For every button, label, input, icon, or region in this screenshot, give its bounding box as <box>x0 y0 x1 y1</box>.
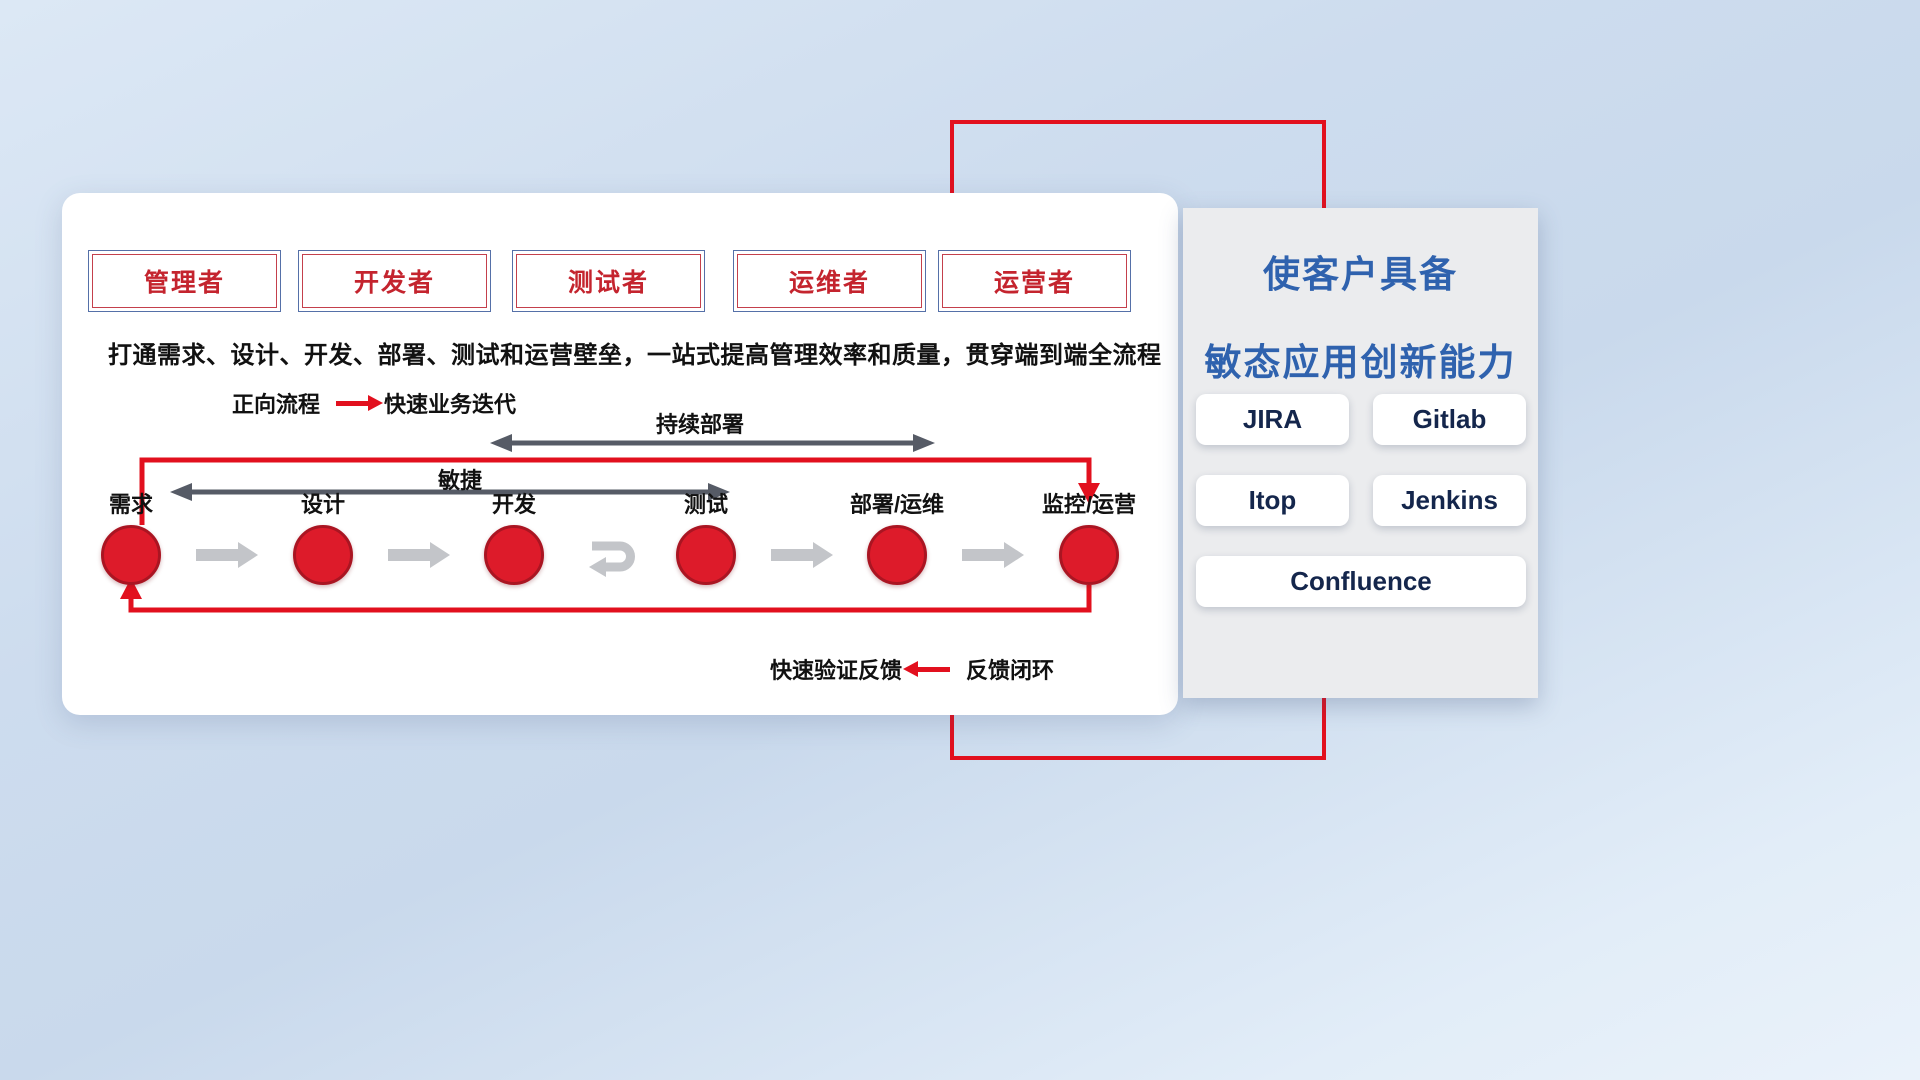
stage-node-icon <box>484 525 544 585</box>
stage-node-icon <box>867 525 927 585</box>
iteration-loop-icon <box>589 541 635 577</box>
tool-chip-gitlab: Gitlab <box>1373 394 1526 445</box>
flow-arrow-icon <box>388 542 450 568</box>
role-label: 运维者 <box>788 269 870 297</box>
role-label: 开发者 <box>353 269 435 297</box>
tools-grid: JIRA Gitlab Itop Jenkins Confluence <box>1196 394 1526 607</box>
legend-feedback-desc: 快速验证反馈 <box>770 658 903 683</box>
stage-label: 测试 <box>683 492 728 517</box>
stage-label: 监控/运营 <box>1041 492 1137 517</box>
stage-node-icon <box>676 525 736 585</box>
legend-forward-label: 正向流程 <box>232 392 321 417</box>
forward-arrow-icon <box>336 394 384 411</box>
flow-arrow-icon <box>771 542 833 568</box>
flow-arrow-icon <box>962 542 1024 568</box>
role-box-manager: 管理者 <box>88 250 281 312</box>
stage-label: 需求 <box>108 492 153 517</box>
legend-forward: 正向流程 快速业务迭代 <box>232 387 516 419</box>
feedback-loop-line <box>128 585 1092 613</box>
stage-design: 设计 <box>243 491 403 585</box>
legend-feedback-label: 反馈闭环 <box>966 658 1055 683</box>
agile-label: 敏捷 <box>437 468 482 493</box>
subtitle-text: 打通需求、设计、开发、部署、测试和运营壁垒，一站式提高管理效率和质量，贯穿端到端… <box>108 342 1162 369</box>
stage-label: 部署/运维 <box>849 492 945 517</box>
stage-develop: 开发 <box>434 491 594 585</box>
stage-monitor-operate: 监控/运营 <box>1009 491 1169 585</box>
role-box-inner: 开发者 <box>302 254 487 308</box>
role-label: 测试者 <box>567 269 649 297</box>
cd-left-arrowhead-icon <box>490 434 512 452</box>
stage-node-icon <box>1059 525 1119 585</box>
role-box-developer: 开发者 <box>298 250 491 312</box>
legend-feedback: 快速验证反馈 反馈闭环 <box>770 653 1054 685</box>
role-box-operator: 运营者 <box>938 250 1131 312</box>
role-box-ops: 运维者 <box>733 250 926 312</box>
stage-deploy-ops: 部署/运维 <box>817 491 977 585</box>
role-label: 运营者 <box>993 269 1075 297</box>
stage-requirements: 需求 <box>51 491 211 585</box>
stage-test: 测试 <box>626 491 786 585</box>
stage-label: 设计 <box>300 492 345 517</box>
role-box-tester: 测试者 <box>512 250 705 312</box>
role-box-inner: 测试者 <box>516 254 701 308</box>
feedback-arrow-icon <box>903 660 951 677</box>
capability-title-line1: 使客户具备 <box>1263 254 1458 295</box>
flow-arrow-icon <box>196 542 258 568</box>
legend-forward-desc: 快速业务迭代 <box>384 392 517 417</box>
tool-chip-confluence: Confluence <box>1196 556 1526 607</box>
role-label: 管理者 <box>143 269 225 297</box>
devops-flow-card: 管理者 开发者 测试者 运维者 运营者 打通需求、设计、开发、部署、测试和运营壁… <box>62 193 1178 715</box>
capability-panel: 使客户具备 敏态应用创新能力 JIRA Gitlab Itop Jenkins … <box>1183 208 1538 698</box>
role-box-inner: 管理者 <box>92 254 277 308</box>
capability-title-line2: 敏态应用创新能力 <box>1204 342 1517 383</box>
role-box-inner: 运营者 <box>942 254 1127 308</box>
tool-chip-jira: JIRA <box>1196 394 1349 445</box>
cd-right-arrowhead-icon <box>913 434 935 452</box>
role-box-inner: 运维者 <box>737 254 922 308</box>
tool-chip-jenkins: Jenkins <box>1373 475 1526 526</box>
stage-node-icon <box>293 525 353 585</box>
stage-label: 开发 <box>491 492 536 517</box>
stage-node-icon <box>101 525 161 585</box>
tool-chip-itop: Itop <box>1196 475 1349 526</box>
continuous-deploy-label: 持续部署 <box>655 412 744 437</box>
